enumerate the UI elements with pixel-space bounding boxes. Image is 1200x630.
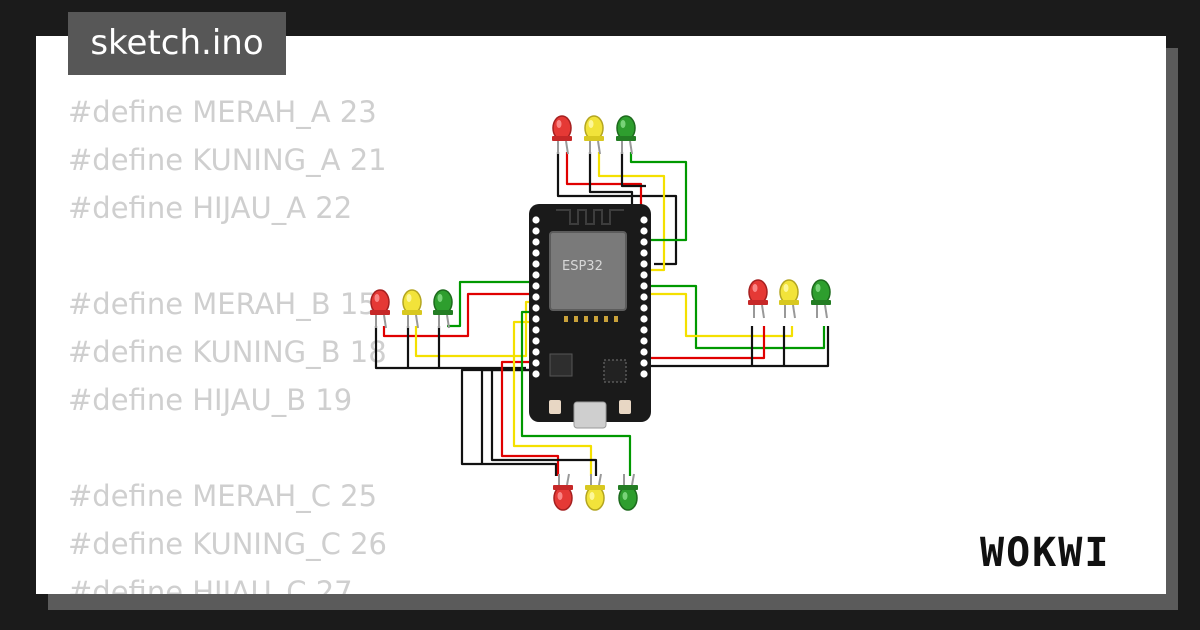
wire-green [520,310,632,476]
pin-pads-right [640,216,648,378]
code-line: #define HIJAU_C 27 [68,575,353,594]
led-red-b[interactable] [369,289,391,329]
code-line: #define KUNING_A 21 [68,143,387,177]
wire-black [480,368,532,464]
wire-green [447,280,532,328]
wire-black [556,152,678,266]
filename-tab: sketch.ino [68,12,286,75]
wire-red [500,360,560,476]
project-card: #define MERAH_A 23 #define KUNING_A 21 #de… [36,36,1166,594]
esp32-board[interactable]: ESP32 [529,204,651,429]
circuit-diagram: ESP32 [369,115,832,511]
led-green-b[interactable] [432,289,454,329]
led-red-c[interactable] [552,473,574,511]
wokwi-logo: WOKWI [980,530,1110,576]
code-line: #define KUNING_B 18 [68,335,387,369]
code-line: #define HIJAU_B 19 [68,383,353,417]
code-line [68,424,387,472]
code-line: #define HIJAU_A 22 [68,191,353,225]
wire-yellow [512,320,593,476]
wire-yellow [648,292,794,338]
wokwi-logo-text: WOKWI [980,530,1110,576]
led-green-c[interactable] [617,473,639,511]
led-yellow-d[interactable] [778,279,800,319]
code-preview: #define MERAH_A 23 #define KUNING_A 21 #de… [68,88,387,594]
led-red-d[interactable] [747,279,769,319]
led-green-d[interactable] [810,279,832,319]
wire-red [648,326,766,360]
led-yellow-a[interactable] [583,115,605,155]
wire-green [648,284,826,350]
pin-pads-left [532,216,540,378]
wire-yellow [414,300,532,358]
code-line: #define MERAH_C 25 [68,479,378,513]
wire-black [648,326,830,368]
code-line: #define KUNING_C 26 [68,527,387,561]
wires [374,152,830,476]
led-yellow-b[interactable] [401,289,423,329]
wire-black [620,152,646,188]
code-line [68,232,387,280]
wire-yellow [597,152,666,272]
led-red-a[interactable] [551,115,573,155]
chip-label: ESP32 [562,259,603,274]
code-line: #define MERAH_A 23 [68,95,377,129]
led-green-a[interactable] [615,115,637,155]
led-yellow-c[interactable] [584,473,606,511]
code-line: #define MERAH_B 15 [68,287,377,321]
wire-black [374,326,526,370]
wire-black [490,370,598,476]
wire-green [629,152,688,242]
wire-red [382,292,532,338]
